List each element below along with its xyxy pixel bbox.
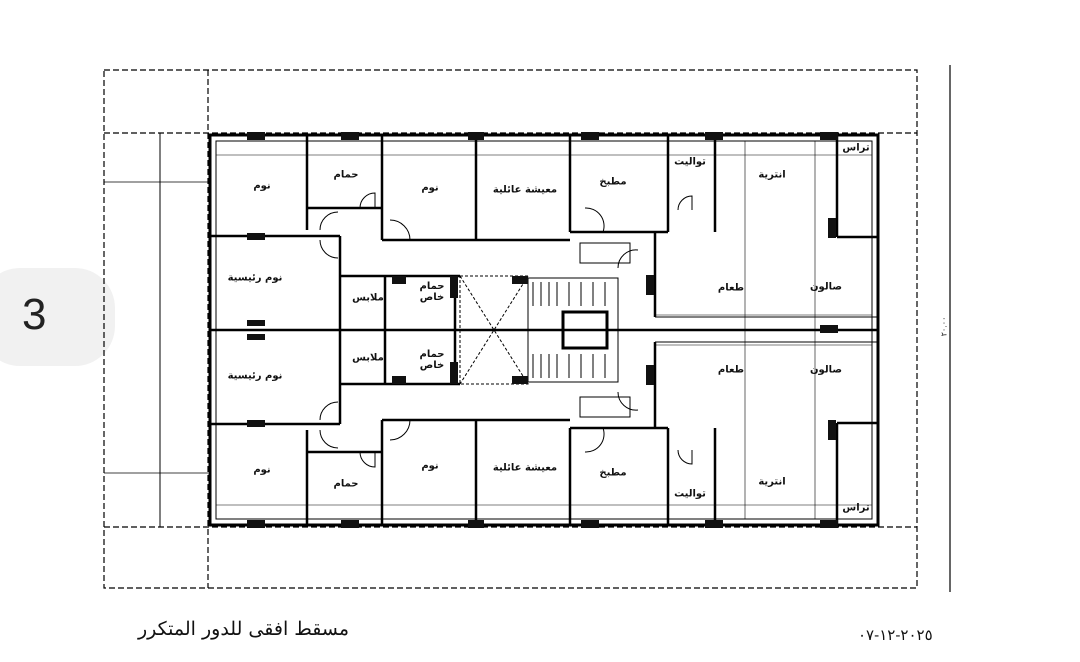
room-label-bedroom: نوم [421, 182, 439, 194]
dimension-guides [216, 141, 872, 519]
room-label-bedroom: نوم [253, 180, 271, 192]
room-label-dressing: ملابس [352, 292, 384, 304]
page-number-badge: 3 [0, 268, 115, 366]
room-label-dressing: ملابس [352, 352, 384, 364]
room-label-bathroom: حمام [333, 478, 359, 490]
room-label-dining: طعام [717, 364, 745, 376]
drawing-date: ٢٠٢٥-١٢-٠٧ [858, 626, 933, 644]
room-label-dining: طعام [717, 282, 745, 294]
room-label-private-bath: حمام خاص [419, 281, 445, 303]
room-label-toilet: تواليت [674, 488, 706, 500]
room-label-reception: انترية [758, 476, 786, 488]
columns [247, 132, 838, 528]
room-label-kitchen: مطبخ [599, 467, 627, 479]
doors [319, 192, 693, 468]
room-label-bathroom: حمام [333, 169, 359, 181]
walls-top [210, 135, 878, 330]
overall-dimension-label: ٢٠.٠٠ [939, 316, 949, 337]
room-label-terrace: تراس [842, 142, 870, 154]
room-label-master-bedroom: نوم رئيسية [227, 272, 283, 284]
room-label-toilet: تواليت [674, 156, 706, 168]
room-label-salon: صالون [810, 281, 842, 293]
room-label-bedroom: نوم [253, 464, 271, 476]
drawing-title: مسقط افقى للدور المتكرر [138, 618, 350, 640]
page-number: 3 [22, 290, 47, 339]
room-label-bedroom: نوم [421, 460, 439, 472]
room-label-salon: صالون [810, 364, 842, 376]
stair-core [459, 242, 631, 418]
plot-boundary [103, 69, 918, 589]
room-label-master-bedroom: نوم رئيسية [227, 370, 283, 382]
room-label-private-bath: حمام خاص [419, 349, 445, 371]
room-label-reception: انترية [758, 169, 786, 181]
room-label-family-living: معيشة عائلية [492, 462, 558, 474]
room-label-terrace: تراس [842, 502, 870, 514]
walls-bottom [210, 330, 878, 525]
room-label-family-living: معيشة عائلية [492, 184, 558, 196]
room-label-kitchen: مطبخ [599, 176, 627, 188]
